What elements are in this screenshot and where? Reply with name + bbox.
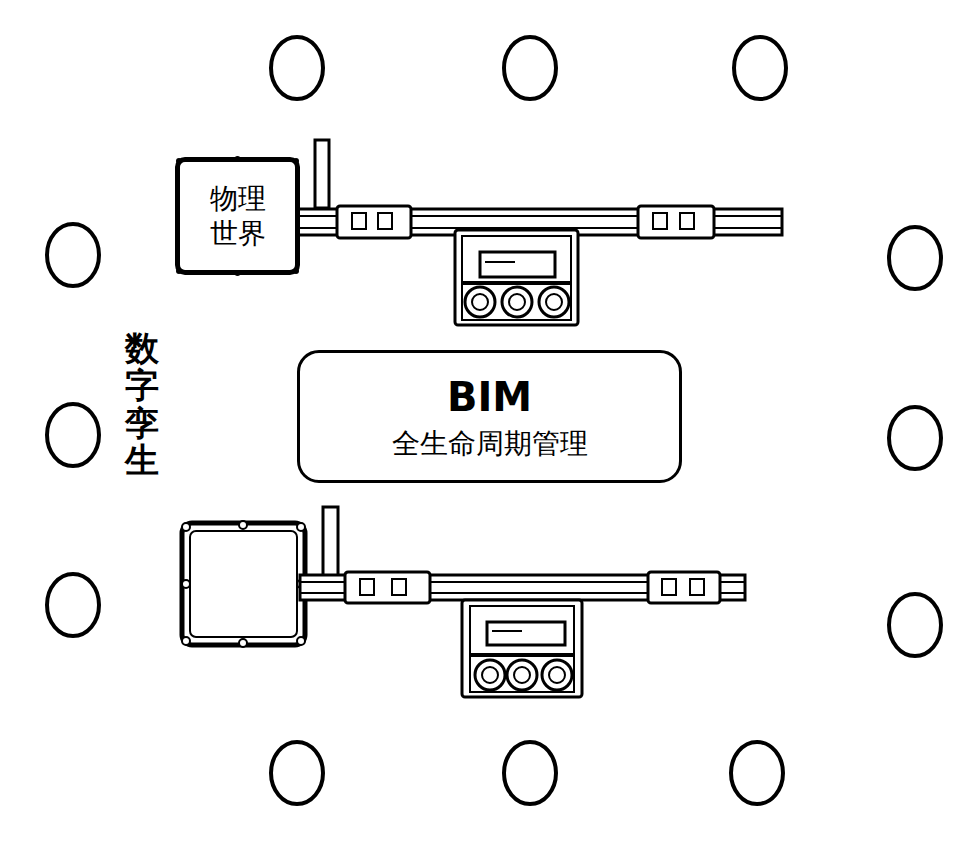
node-title: BIM bbox=[447, 372, 532, 422]
device-bottom bbox=[182, 507, 745, 697]
device-top bbox=[290, 140, 782, 325]
node-title: 物理 世界 bbox=[204, 181, 271, 251]
bim-box: BIM 全生命周期管理 bbox=[297, 350, 682, 483]
sensor-ovals bbox=[47, 37, 941, 804]
physical-world-box: 物理 世界 bbox=[175, 157, 300, 275]
node-subtitle: 全生命周期管理 bbox=[392, 426, 588, 461]
vertical-label: 数字孪生 bbox=[125, 330, 159, 480]
